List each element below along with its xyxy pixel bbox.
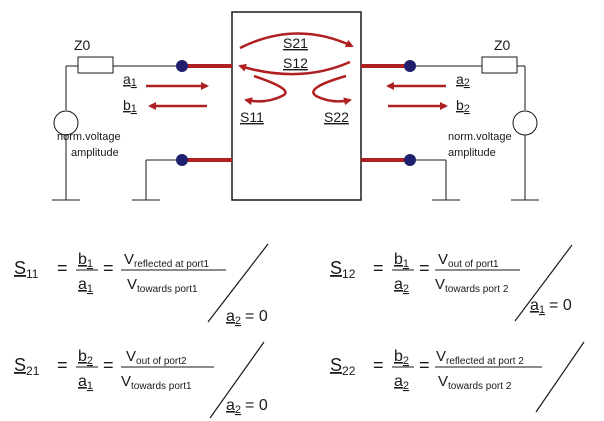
equals-sign: = — [419, 258, 430, 278]
right-voltage-source — [512, 110, 538, 136]
condition-slash — [209, 341, 265, 419]
s11-flow-arrow — [244, 74, 287, 106]
port-leads — [182, 64, 410, 162]
equals-sign: = — [373, 355, 384, 375]
formula-lhs: S22 — [330, 355, 356, 378]
right-z0-label: Z0 — [494, 37, 511, 53]
port1-upper-terminal — [176, 60, 188, 72]
voltage-denominator: Vtowards port1 — [121, 373, 192, 392]
port-terminals — [176, 60, 416, 166]
formula-denominator: a1 — [78, 373, 93, 392]
s22-flow-arrow — [312, 74, 352, 106]
formula-lhs: S12 — [330, 258, 356, 281]
right-impedance-resistor — [481, 56, 518, 74]
voltage-denominator: Vtowards port 2 — [438, 373, 512, 392]
formula-denominator: a2 — [394, 373, 409, 392]
a1-label: a1 — [123, 71, 137, 89]
right-source-circuit — [416, 56, 539, 201]
s21-label: S21 — [283, 35, 308, 51]
s11-formula: S11 = b1 a1 = Vreflected at port1 Vtowar… — [14, 243, 269, 327]
s12-label: S12 — [283, 55, 308, 71]
formula-numerator: b1 — [78, 251, 93, 270]
equals-sign: = — [373, 258, 384, 278]
condition-slash — [207, 243, 269, 323]
s21-formula: S21 = b2 a1 = Vout of port2 Vtowards por… — [14, 341, 268, 419]
formula-numerator: b2 — [394, 348, 409, 367]
left-source-label-line2: amplitude — [71, 147, 119, 159]
b1-label: b1 — [123, 97, 137, 115]
port2-lower-terminal — [404, 154, 416, 166]
voltage-numerator: Vout of port1 — [438, 251, 499, 270]
wave-arrows — [146, 82, 448, 110]
voltage-denominator: Vtowards port 2 — [435, 276, 509, 295]
b2-label: b2 — [456, 97, 470, 115]
port1-lower-terminal — [176, 154, 188, 166]
voltage-numerator: Vout of port2 — [126, 348, 187, 367]
network-schematic: Z0 Z0 a1 b1 a2 b2 S21 S12 S11 S22 norm.v… — [52, 11, 539, 201]
formula-numerator: b2 — [78, 348, 93, 367]
voltage-numerator: Vreflected at port1 — [124, 251, 209, 270]
right-source-label-line1: norm.voltage — [448, 131, 512, 143]
condition-slash — [535, 341, 585, 413]
s22-formula: S22 = b2 a2 = Vreflected at port 2 Vtowa… — [330, 341, 585, 413]
port2-upper-terminal — [404, 60, 416, 72]
left-impedance-resistor — [77, 56, 114, 74]
formula-condition: a1= 0 — [530, 297, 572, 316]
left-source-label-line1: norm.voltage — [57, 131, 121, 143]
formula-numerator: b1 — [394, 251, 409, 270]
voltage-numerator: Vreflected at port 2 — [436, 348, 524, 367]
formula-condition: a2= 0 — [226, 397, 268, 416]
formula-denominator: a1 — [78, 276, 93, 295]
left-source-circuit — [52, 56, 176, 201]
s22-label: S22 — [324, 109, 349, 125]
condition-slash — [514, 244, 573, 322]
s12-formula: S12 = b1 a2 = Vout of port1 Vtowards por… — [330, 244, 573, 322]
voltage-denominator: Vtowards port1 — [127, 276, 198, 295]
right-source-label-line2: amplitude — [448, 147, 496, 159]
formula-lhs: S11 — [14, 258, 39, 281]
equals-sign: = — [57, 355, 68, 375]
s-parameter-flows — [238, 32, 354, 106]
formula-denominator: a2 — [394, 276, 409, 295]
equals-sign: = — [103, 355, 114, 375]
equals-sign: = — [103, 258, 114, 278]
formula-condition: a2= 0 — [226, 308, 268, 327]
s12-flow-arrow — [238, 60, 351, 76]
equals-sign: = — [57, 258, 68, 278]
a2-label: a2 — [456, 71, 470, 89]
equals-sign: = — [419, 355, 430, 375]
s21-flow-arrow — [239, 32, 354, 50]
s11-label: S11 — [240, 109, 264, 125]
formula-lhs: S21 — [14, 355, 40, 378]
left-z0-label: Z0 — [74, 37, 91, 53]
